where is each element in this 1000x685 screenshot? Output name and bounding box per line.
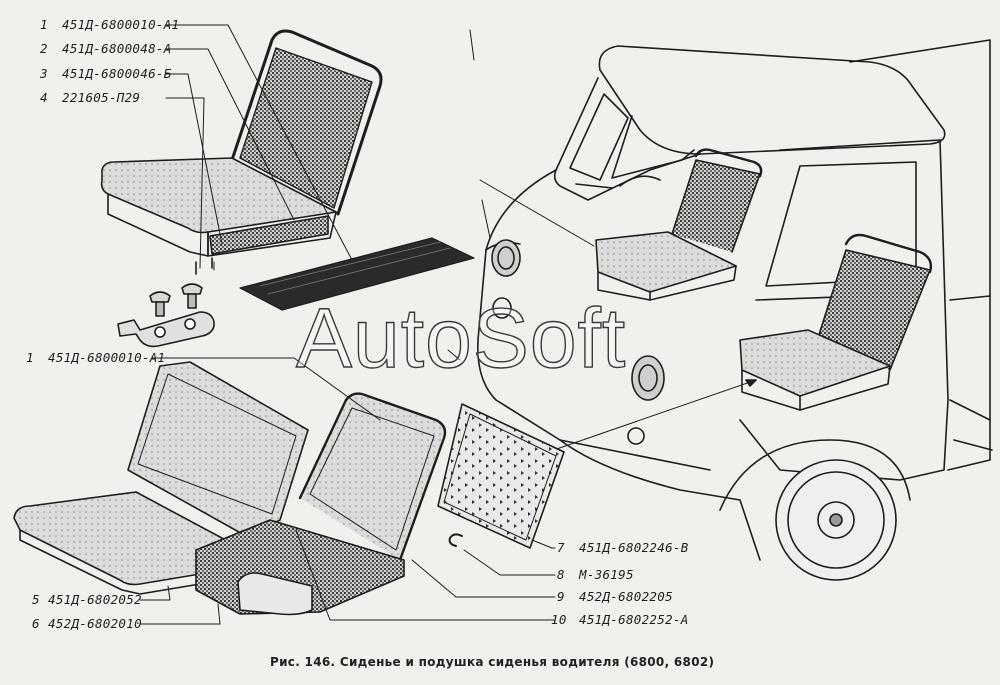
part-code: 451Д-6802252-А bbox=[579, 612, 689, 627]
part-code: 451Д-6800046-Б bbox=[62, 66, 172, 81]
part-code: 452Д-6802205 bbox=[579, 589, 673, 604]
callout-number: 6 bbox=[32, 616, 40, 631]
lower-seat-assembly bbox=[13, 361, 565, 616]
callout-number: 7 bbox=[557, 540, 565, 555]
callout-1-mid: 1 451Д-6800010-А1 bbox=[26, 350, 165, 365]
callout-4: 4 221605-П29 bbox=[40, 90, 140, 105]
part-code: 451Д-6800010-А1 bbox=[48, 350, 166, 365]
figure-caption: Рис. 146. Сиденье и подушка сиденья води… bbox=[270, 655, 715, 669]
callout-number: 5 bbox=[32, 592, 40, 607]
callout-number: 8 bbox=[557, 567, 565, 582]
truck-cab bbox=[447, 29, 993, 581]
callout-number: 4 bbox=[40, 90, 48, 105]
callout-3: 3 451Д-6800046-Б bbox=[40, 66, 172, 81]
part-code: 451Д-6800010-А1 bbox=[62, 17, 180, 32]
callout-number: 2 bbox=[40, 41, 48, 56]
callout-6: 6 452Д-6802010 bbox=[32, 616, 142, 631]
part-code: 221605-П29 bbox=[62, 90, 141, 105]
leader-lines bbox=[139, 24, 556, 625]
part-code: 451Д-6800048-А bbox=[62, 41, 172, 56]
callout-10: 10 451Д-6802252-А bbox=[551, 612, 689, 627]
callout-5: 5 451Д-6802052 bbox=[32, 592, 142, 607]
callout-8: 8 М-36195 bbox=[557, 567, 634, 582]
callout-number: 1 bbox=[40, 17, 48, 32]
part-code: 451Д-6802052 bbox=[48, 592, 142, 607]
part-code: 452Д-6802010 bbox=[48, 616, 142, 631]
top-seat-assembly bbox=[100, 29, 475, 348]
callout-number: 3 bbox=[40, 66, 48, 81]
callout-number: 9 bbox=[557, 589, 565, 604]
callout-1-top: 1 451Д-6800010-А1 bbox=[40, 17, 179, 32]
callout-number: 10 bbox=[551, 612, 567, 627]
callout-9: 9 452Д-6802205 bbox=[557, 589, 673, 604]
callout-number: 1 bbox=[26, 350, 34, 365]
callout-7: 7 451Д-6802246-В bbox=[557, 540, 689, 555]
part-code: 451Д-6802246-В bbox=[579, 540, 689, 555]
part-code: М-36195 bbox=[579, 567, 634, 582]
callout-2: 2 451Д-6800048-А bbox=[40, 41, 172, 56]
